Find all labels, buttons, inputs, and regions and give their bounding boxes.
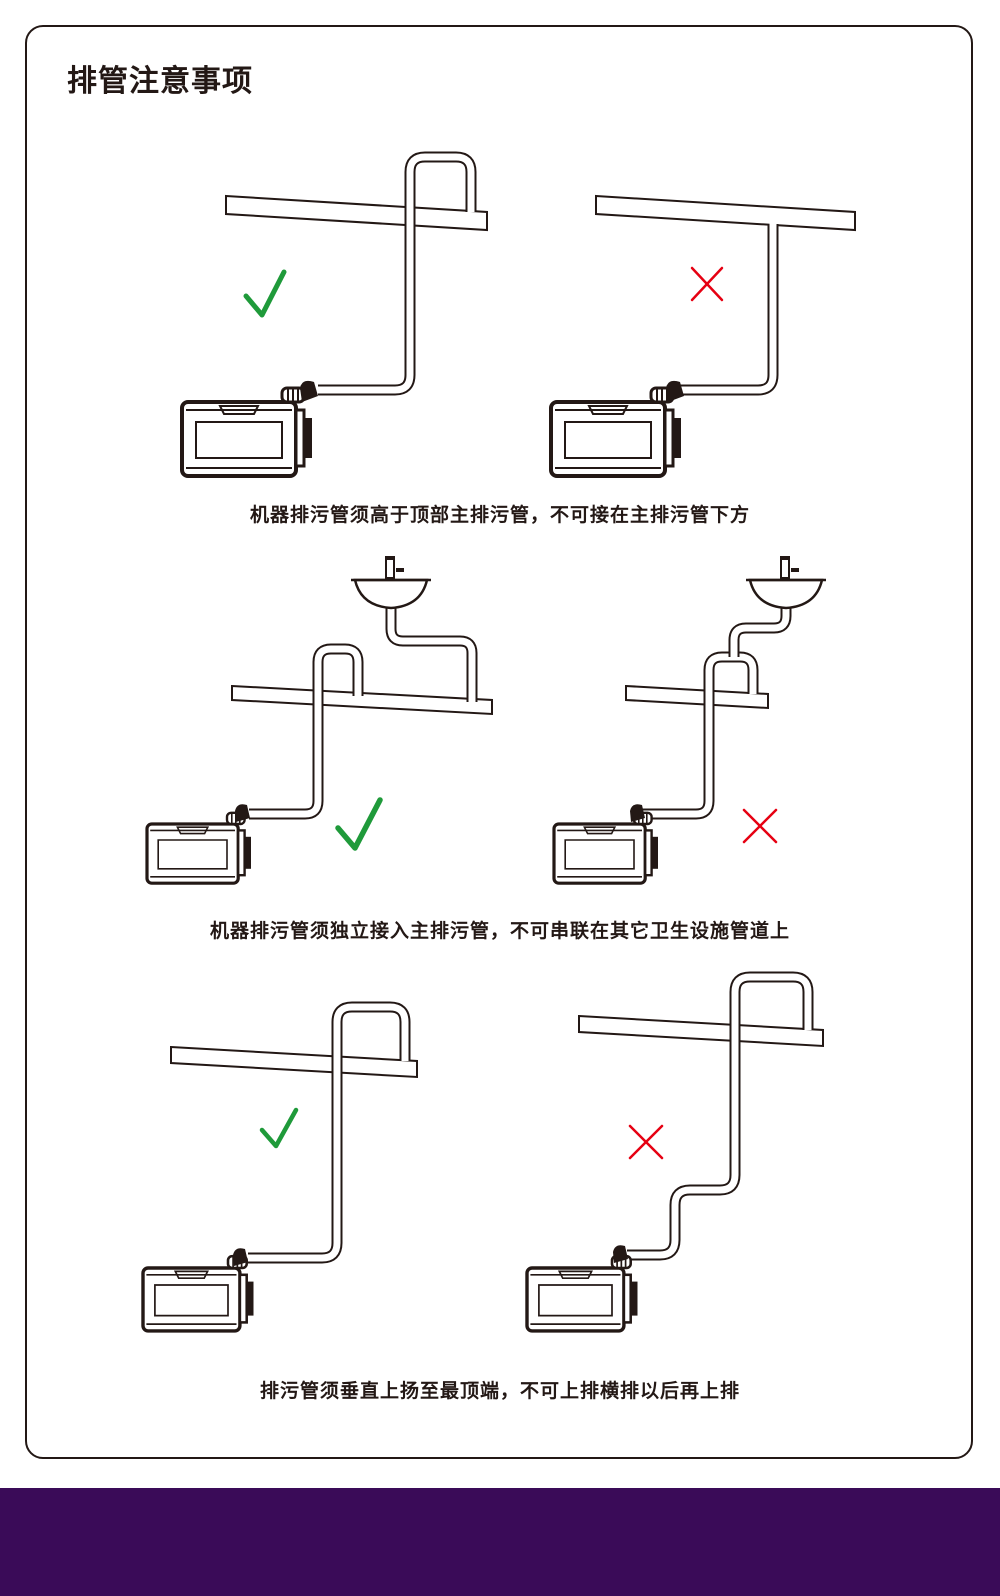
- drain-pump-machine: [145, 811, 253, 885]
- main-drain-pipe: [231, 684, 493, 716]
- caption-height-rule: 机器排污管须高于顶部主排污管，不可接在主排污管下方: [249, 504, 750, 526]
- caption-independent-rule: 机器排污管须独立接入主排污管，不可串联在其它卫生设施管道上: [209, 920, 790, 942]
- check-icon: [259, 1107, 299, 1149]
- drain-pump-machine: [141, 1254, 256, 1333]
- main-drain-pipe: [578, 1014, 824, 1048]
- drain-pump-machine: [552, 811, 660, 885]
- cross-icon: [742, 808, 778, 844]
- check-icon: [243, 269, 287, 318]
- check-icon: [335, 797, 383, 851]
- scene-3-wrong: [525, 971, 824, 1333]
- machine-drain-pipe: [641, 651, 759, 820]
- main-drain-pipe: [625, 684, 769, 710]
- footer-band: [0, 1488, 1000, 1596]
- sink-icon: [349, 554, 433, 610]
- scene-1-correct: [180, 151, 488, 478]
- drain-pump-machine: [549, 386, 683, 478]
- main-drain-pipe: [170, 1045, 418, 1079]
- cross-icon: [690, 266, 724, 302]
- drain-pump-machine: [180, 386, 314, 478]
- sink-drain-pipe: [385, 598, 478, 702]
- page-title: 排管注意事项: [67, 64, 253, 99]
- scene-3-correct: [141, 1001, 418, 1333]
- scene-2-wrong: [552, 554, 828, 885]
- cross-icon: [628, 1124, 664, 1160]
- discharge-pipe: [248, 1001, 411, 1264]
- scene-2-correct: [145, 554, 493, 885]
- notice-card: [25, 25, 973, 1459]
- machine-drain-pipe: [249, 643, 364, 820]
- discharge-pipe: [627, 971, 814, 1261]
- caption-vertical-rule: 排污管须垂直上扬至最顶端，不可上排横排以后再上排: [259, 1380, 740, 1402]
- main-drain-pipe: [225, 194, 488, 232]
- discharge-pipe: [680, 224, 779, 396]
- sink-icon: [744, 554, 828, 610]
- drainage-diagram: [141, 151, 856, 1333]
- discharge-pipe: [318, 151, 477, 396]
- main-drain-pipe: [595, 194, 856, 232]
- drain-pump-machine: [525, 1254, 640, 1333]
- scene-1-wrong: [549, 194, 856, 478]
